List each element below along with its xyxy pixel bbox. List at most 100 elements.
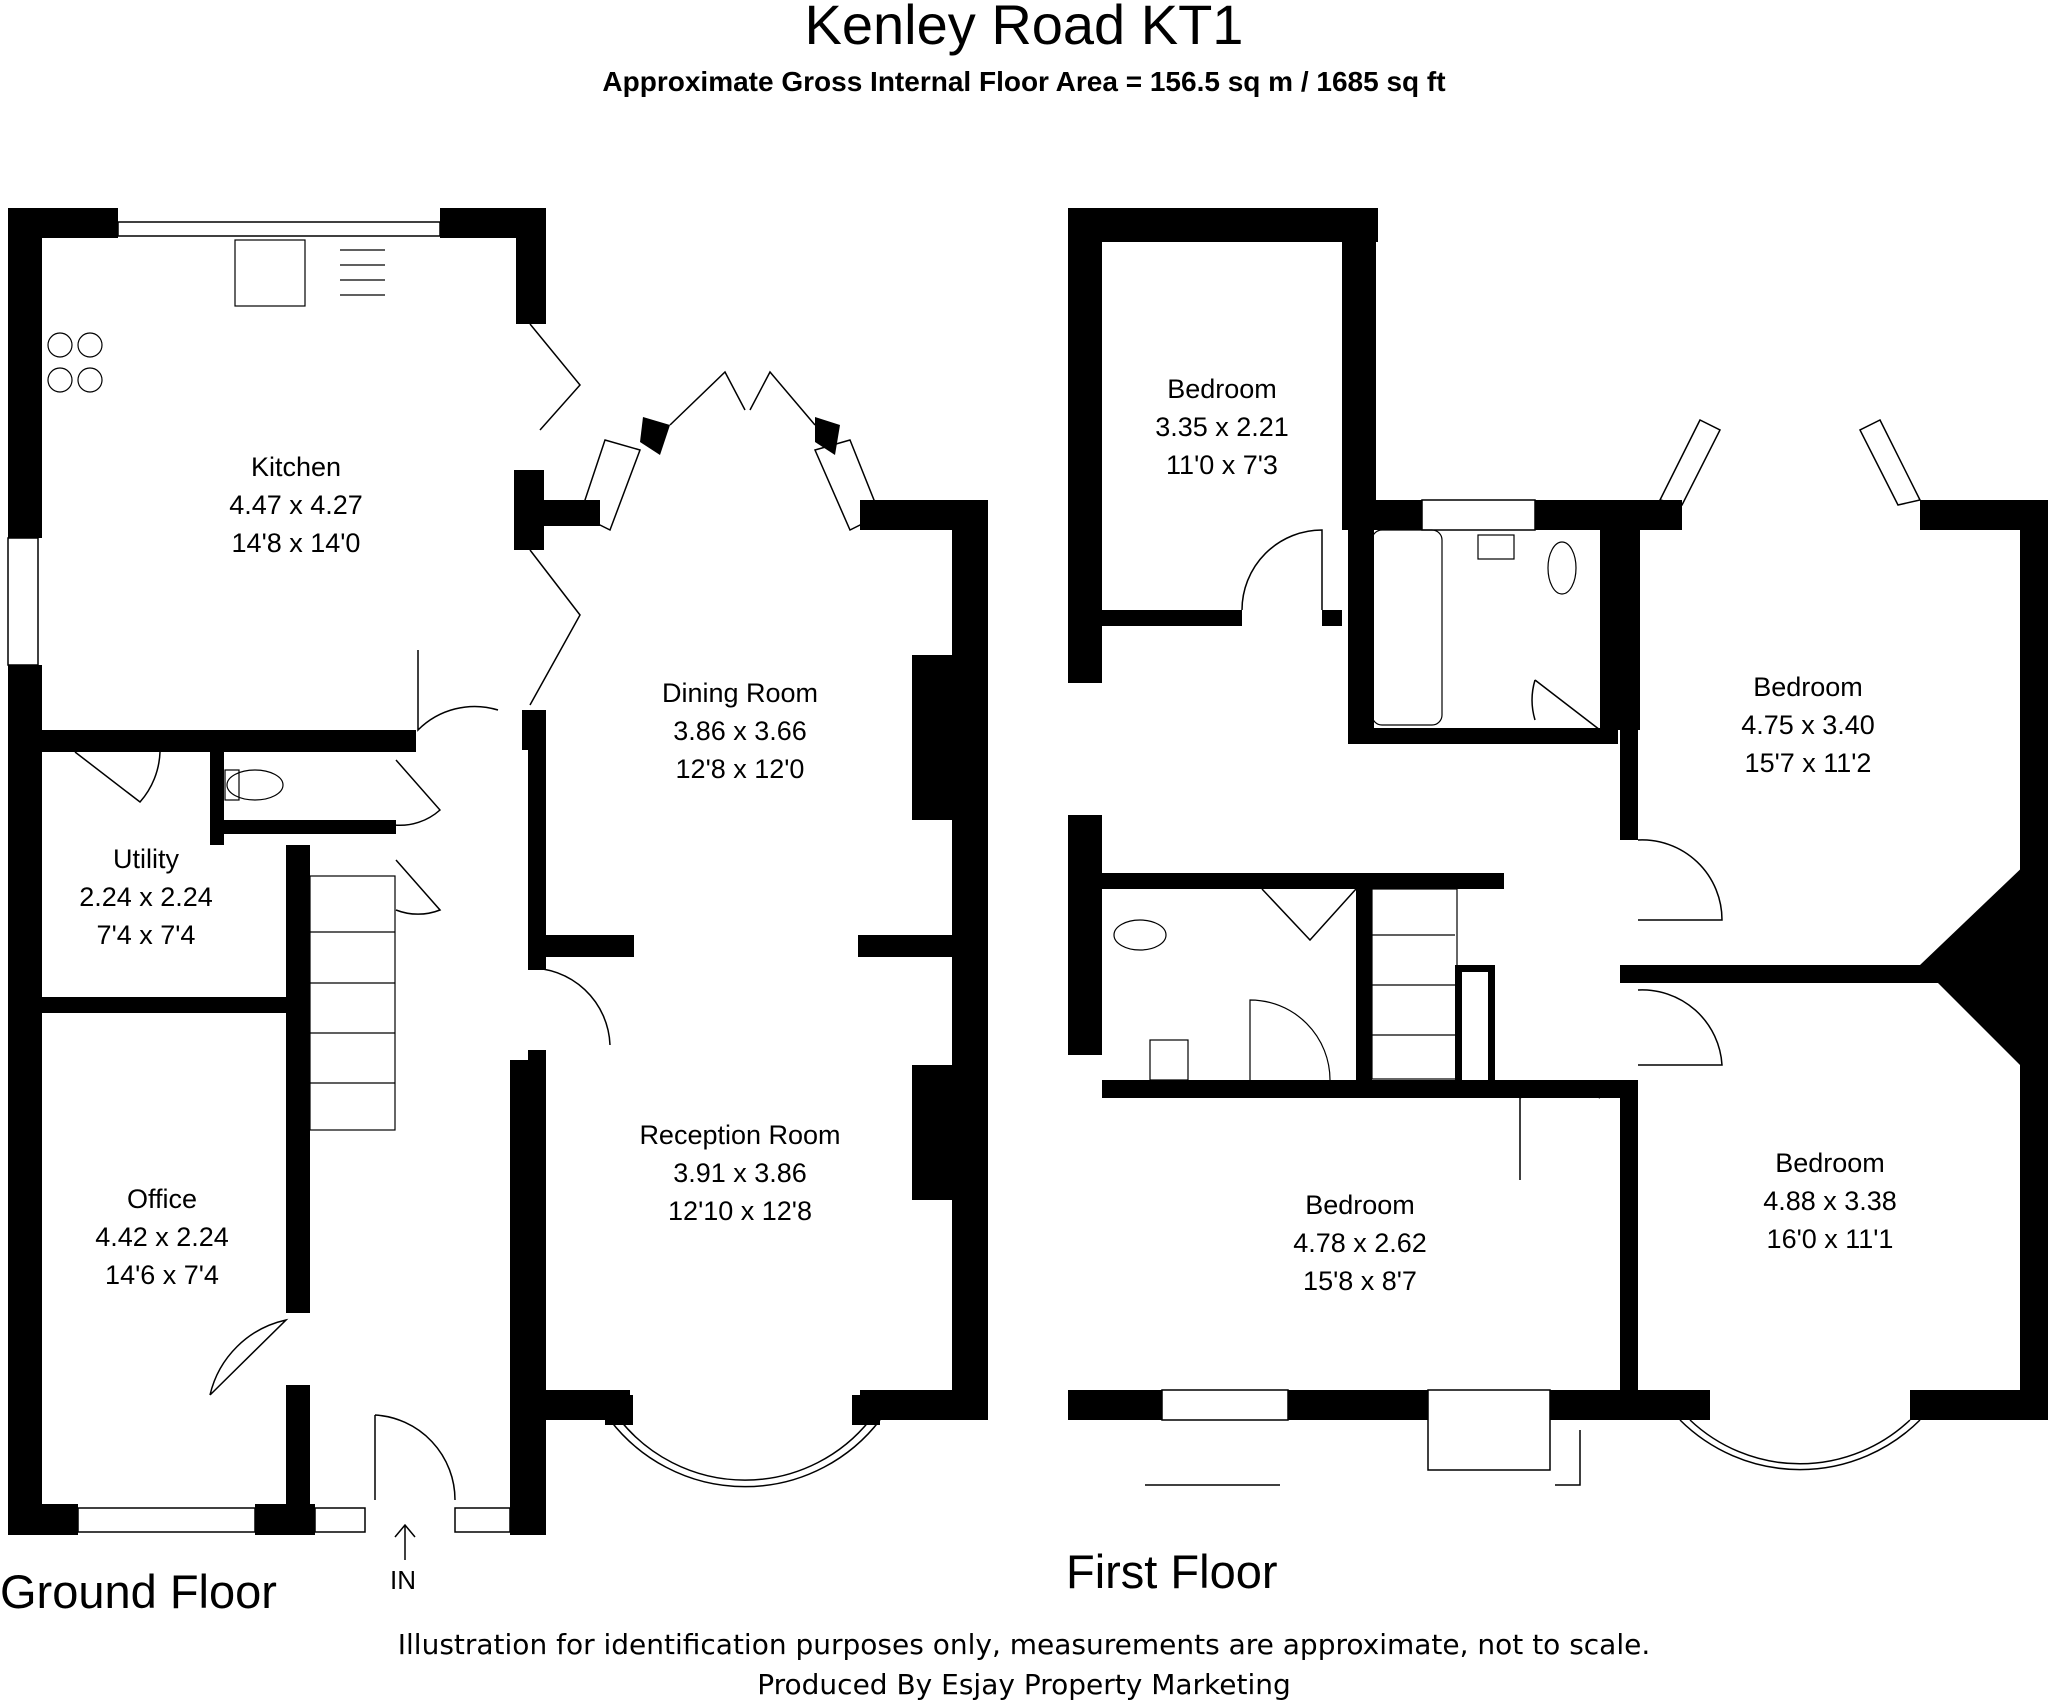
dining-imperial: 12'8 x 12'0 bbox=[676, 754, 805, 784]
wall bbox=[852, 1395, 880, 1425]
wall bbox=[1620, 530, 1638, 840]
wall bbox=[1068, 815, 1102, 1055]
wall bbox=[1342, 208, 1376, 503]
door bbox=[395, 859, 442, 915]
hob bbox=[47, 332, 73, 358]
bay-window bbox=[1689, 1419, 1911, 1465]
bedroom-rear-right-metric: 4.75 x 3.40 bbox=[1741, 710, 1875, 740]
staircase bbox=[1371, 888, 1458, 1080]
window bbox=[813, 439, 881, 532]
reception-imperial: 12'10 x 12'8 bbox=[668, 1196, 812, 1226]
door bbox=[74, 751, 161, 804]
wall bbox=[8, 208, 42, 538]
wall bbox=[1068, 208, 1102, 683]
office-name: Office bbox=[127, 1184, 197, 1214]
ground-floor-plan bbox=[7, 208, 988, 1560]
wall bbox=[1288, 1390, 1428, 1420]
first-floor-plan bbox=[1068, 208, 2048, 1486]
door bbox=[1637, 839, 1723, 921]
utility-name: Utility bbox=[113, 844, 179, 874]
wall bbox=[528, 935, 634, 957]
floor-area-subtitle: Approximate Gross Internal Floor Area = … bbox=[602, 66, 1446, 97]
window bbox=[7, 537, 39, 666]
wall bbox=[510, 1060, 546, 1535]
door bbox=[1531, 679, 1601, 731]
hob bbox=[47, 367, 73, 393]
wall bbox=[1620, 1080, 1638, 1390]
bedroom-small-name: Bedroom bbox=[1167, 374, 1277, 404]
bedroom-front-right-name: Bedroom bbox=[1775, 1148, 1885, 1178]
toilet bbox=[226, 769, 284, 801]
hob bbox=[77, 332, 103, 358]
bedroom-front-right-metric: 4.88 x 3.38 bbox=[1763, 1186, 1897, 1216]
wall bbox=[952, 500, 988, 1390]
first-floor-label: First Floor bbox=[1066, 1545, 1278, 1598]
entrance-label: IN bbox=[390, 1565, 416, 1595]
bedroom-front-middle-metric: 4.78 x 2.62 bbox=[1293, 1228, 1427, 1258]
bedroom-front-right-imperial: 16'0 x 11'1 bbox=[1767, 1224, 1894, 1254]
wall bbox=[1642, 500, 1682, 530]
wall bbox=[1550, 1390, 1620, 1420]
wall bbox=[1620, 1390, 1710, 1420]
reception-metric: 3.91 x 3.86 bbox=[673, 1158, 807, 1188]
bedroom-rear-right-imperial: 15'7 x 11'2 bbox=[1745, 748, 1872, 778]
bedroom-small-metric: 3.35 x 2.21 bbox=[1155, 412, 1289, 442]
room-labels: Kitchen 4.47 x 4.27 14'8 x 14'0 Dining R… bbox=[79, 374, 1897, 1296]
bedroom-rear-right-name: Bedroom bbox=[1753, 672, 1863, 702]
wall bbox=[1068, 208, 1378, 242]
basin bbox=[1149, 1039, 1189, 1081]
ground-floor-label: Ground Floor bbox=[0, 1565, 277, 1618]
door bbox=[1519, 1087, 1601, 1180]
wall bbox=[640, 417, 670, 455]
utility-metric: 2.24 x 2.24 bbox=[79, 882, 213, 912]
door bbox=[1241, 529, 1323, 611]
reception-name: Reception Room bbox=[639, 1120, 840, 1150]
door bbox=[417, 650, 499, 732]
office-metric: 4.42 x 2.24 bbox=[95, 1222, 229, 1252]
void bbox=[1462, 972, 1488, 1080]
wall bbox=[1322, 610, 1342, 626]
door bbox=[393, 759, 442, 827]
wall bbox=[286, 1385, 310, 1535]
wall bbox=[1102, 610, 1242, 626]
door bbox=[1261, 888, 1357, 942]
window bbox=[117, 221, 441, 237]
wall bbox=[1920, 860, 2030, 1075]
front-door bbox=[374, 1414, 456, 1501]
office-imperial: 14'6 x 7'4 bbox=[105, 1260, 219, 1290]
bay-window bbox=[619, 1419, 871, 1481]
window bbox=[314, 1507, 366, 1533]
staircase bbox=[309, 875, 396, 1131]
wall bbox=[1102, 873, 1504, 889]
shower bbox=[1249, 999, 1331, 1081]
dining-name: Dining Room bbox=[662, 678, 818, 708]
toilet bbox=[1547, 541, 1577, 595]
window bbox=[1427, 1389, 1551, 1471]
door bbox=[1637, 989, 1723, 1066]
wall bbox=[286, 845, 310, 1313]
wall bbox=[605, 1395, 633, 1425]
utility-imperial: 7'4 x 7'4 bbox=[97, 920, 196, 950]
toilet bbox=[1113, 919, 1167, 951]
wall bbox=[1348, 524, 1374, 744]
window bbox=[1421, 499, 1536, 531]
bedroom-small-imperial: 11'0 x 7'3 bbox=[1166, 450, 1278, 480]
wall bbox=[912, 655, 952, 820]
wall bbox=[528, 1050, 546, 1080]
kitchen-metric: 4.47 x 4.27 bbox=[229, 490, 363, 520]
wall bbox=[860, 1390, 988, 1420]
bay-window bbox=[1679, 1419, 1921, 1471]
window bbox=[1858, 418, 1922, 506]
producer-credit: Produced By Esjay Property Marketing bbox=[757, 1668, 1291, 1701]
window bbox=[1161, 1389, 1289, 1421]
disclaimer-text: Illustration for identification purposes… bbox=[397, 1628, 1651, 1661]
bathtub bbox=[1371, 529, 1443, 726]
wall bbox=[530, 500, 600, 526]
door bbox=[527, 967, 611, 1046]
wall bbox=[1348, 728, 1618, 744]
hob bbox=[77, 367, 103, 393]
window bbox=[454, 1507, 511, 1533]
french-doors bbox=[669, 370, 816, 426]
kitchen-name: Kitchen bbox=[251, 452, 341, 482]
